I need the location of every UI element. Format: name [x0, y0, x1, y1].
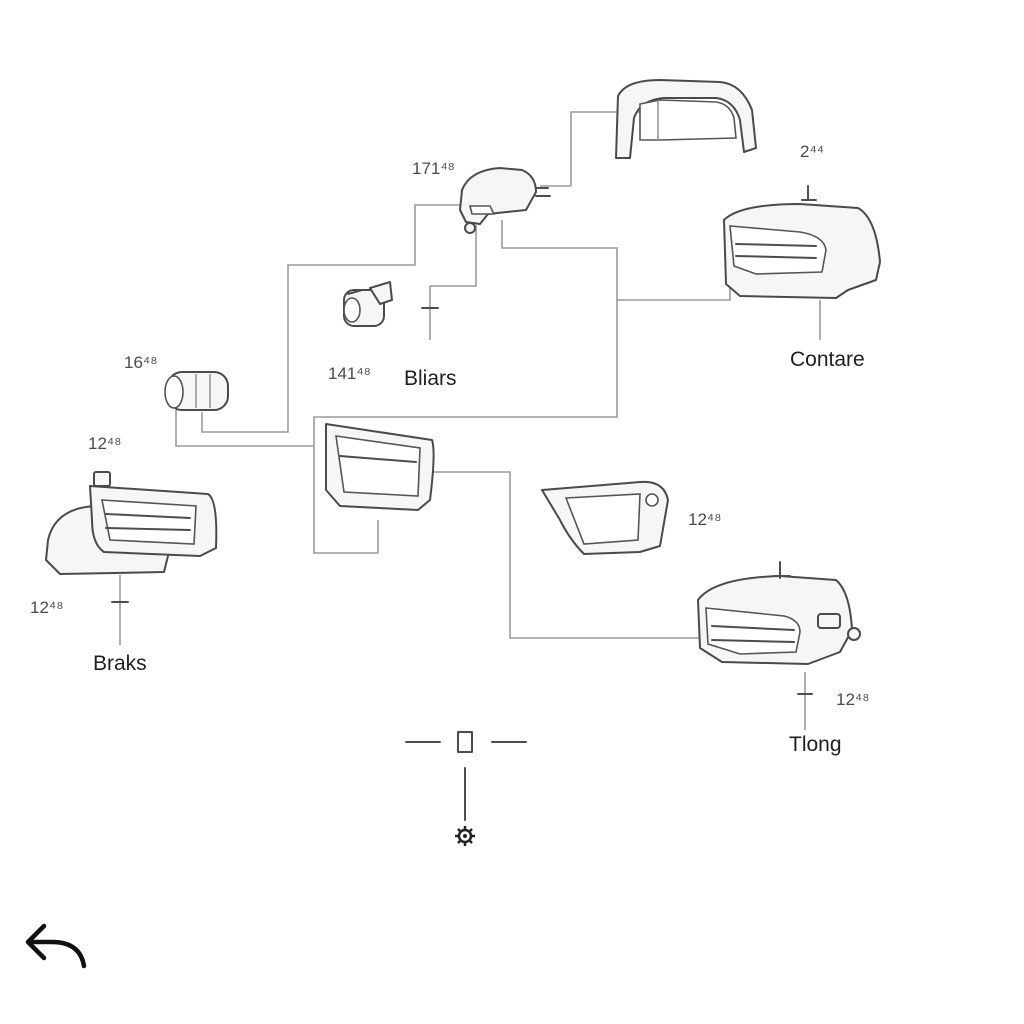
back-arrow-icon[interactable]	[14, 908, 94, 988]
part-number-171: 171⁴⁸	[412, 159, 455, 178]
mirror-frame-part[interactable]	[615, 79, 757, 159]
part-number-12-left-bottom: 12⁴⁸	[30, 598, 64, 617]
part-number-12-center-right: 12⁴⁸	[688, 510, 722, 529]
part-number-16: 16⁴⁸	[124, 353, 158, 372]
connector-lines	[119, 111, 821, 730]
part-number-141: 141⁴⁸	[328, 364, 371, 383]
cylinder-part[interactable]	[164, 371, 229, 411]
lamp-housing-part-right-top[interactable]	[723, 185, 881, 299]
connector-plug-part[interactable]	[343, 281, 393, 327]
center-symbol	[405, 731, 527, 821]
part-number-2: 2⁴⁴	[800, 142, 825, 161]
label-contare: Contare	[790, 348, 865, 371]
small-housing-part[interactable]	[459, 167, 551, 234]
center-bracket-part[interactable]	[325, 423, 435, 511]
label-tlong: Tlong	[789, 733, 842, 756]
gear-icon[interactable]	[455, 826, 475, 846]
tick-marks	[111, 307, 813, 695]
brake-housing-part[interactable]	[45, 471, 218, 575]
lamp-housing-part-right-bottom[interactable]	[697, 561, 861, 665]
part-number-12-bottom-right: 12⁴⁸	[836, 690, 870, 709]
part-number-12-left-top: 12⁴⁸	[88, 434, 122, 453]
label-braks: Braks	[93, 652, 147, 675]
lamp-shell-part[interactable]	[541, 480, 669, 555]
label-bliars: Bliars	[404, 367, 457, 390]
